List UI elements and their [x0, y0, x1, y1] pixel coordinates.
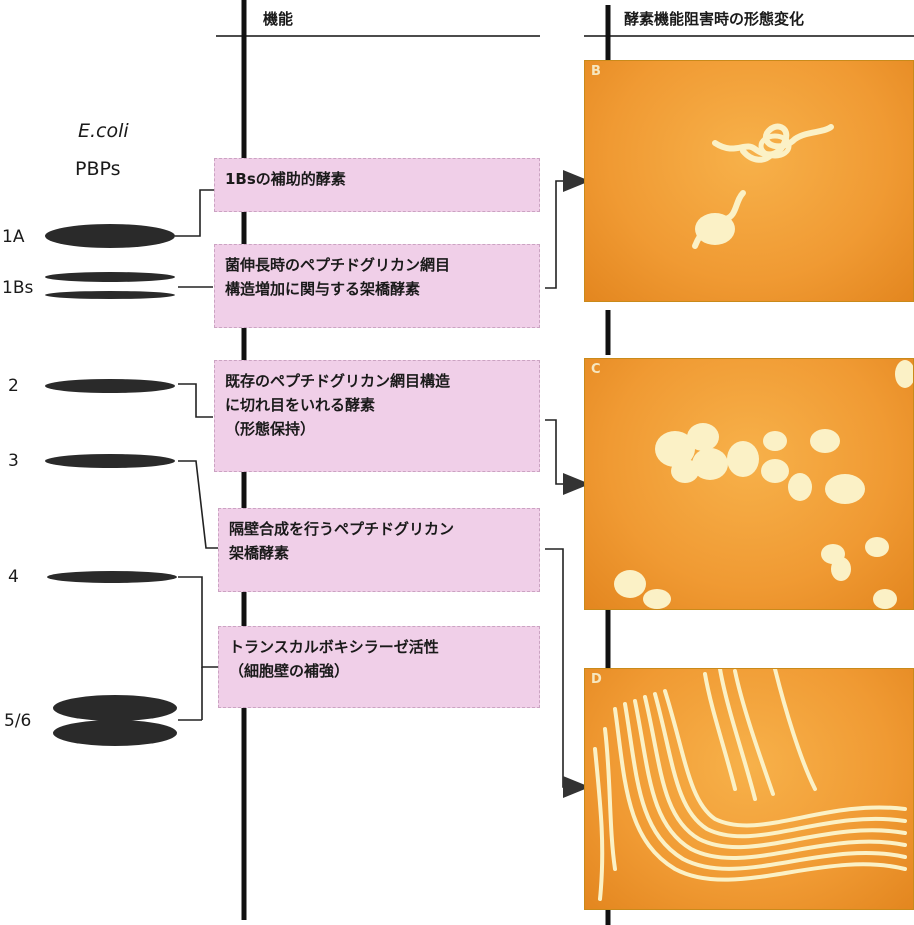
function-1bs-line-2: 構造増加に関与する架橋酵素: [225, 280, 421, 298]
cell-sphere-c3: [692, 448, 728, 480]
micrograph-d: D: [584, 668, 914, 910]
cell-sphere-c7: [761, 459, 789, 483]
cell-sphere-c5: [727, 441, 759, 477]
function-box-1bs: 菌伸長時のペプチドグリカン網目 構造増加に関与する架橋酵素: [214, 244, 540, 328]
pbp-label-1bs: 1Bs: [2, 278, 34, 298]
cell-sphere-c13: [865, 537, 889, 557]
filament-d5: [653, 692, 907, 839]
function-4-line-1: トランスカルボキシラーゼ活性: [229, 638, 439, 656]
pbp-6-ellipse: [53, 720, 177, 746]
connector-1a: [175, 189, 218, 237]
filament-d10: [773, 669, 817, 791]
filament-d9: [733, 669, 775, 796]
cell-sphere-c1: [655, 431, 695, 467]
pbp-1bs-ellipse-b: [45, 291, 175, 299]
species-label: E.coli: [78, 120, 129, 142]
cell-sphere-c4: [671, 459, 699, 483]
function-box-3: 隔壁合成を行うペプチドグリカン 架橋酵素: [218, 508, 540, 592]
cell-sphere-c6: [763, 431, 787, 451]
connector-to-photo-b: [545, 180, 575, 289]
arrowheads: [563, 170, 590, 798]
function-box-4: トランスカルボキシラーゼ活性 （細胞壁の補強）: [218, 626, 540, 708]
pbp-1a-ellipse: [45, 224, 175, 248]
pbp-label-4: 4: [8, 567, 19, 587]
filament-d8: [718, 669, 757, 801]
pbp-1bs-ellipse-a: [45, 272, 175, 282]
connector-4: [178, 576, 220, 668]
filament-d1: [613, 707, 907, 882]
arrow-photo-c: [563, 473, 590, 495]
cell-sphere-c12: [831, 557, 851, 581]
cell-sphere-c10: [825, 474, 865, 504]
micrograph-b: B: [584, 60, 914, 302]
function-header: 機能: [263, 10, 294, 28]
micrograph-b-cells: [692, 123, 834, 249]
cell-sphere-c17: [873, 589, 897, 609]
pbp-label-2: 2: [8, 376, 19, 396]
arrow-photo-b: [563, 170, 590, 192]
micrograph-d-cells: [593, 669, 907, 901]
proteins-label: PBPs: [75, 158, 121, 180]
filament-d2: [623, 702, 907, 871]
function-box-2: 既存のペプチドグリカン網目構造 に切れ目をいれる酵素 （形態保持）: [214, 360, 540, 472]
pbp-4-ellipse: [47, 571, 177, 583]
micrograph-d-letter: D: [591, 672, 602, 687]
pbp-2-ellipse: [45, 379, 175, 393]
micrograph-b-letter: B: [591, 64, 601, 79]
function-4-line-2: （細胞壁の補強）: [229, 662, 350, 680]
function-2-line-2: に切れ目をいれる酵素: [225, 396, 376, 414]
cell-sphere-c15: [643, 589, 671, 609]
pbp-3-ellipse: [45, 454, 175, 468]
filament-d11: [603, 727, 617, 871]
pbp-5-ellipse: [53, 695, 177, 721]
micrograph-c: C: [584, 358, 914, 610]
filament-d4: [643, 695, 907, 850]
filament-d6: [663, 689, 907, 828]
function-1a-line-1: 1Bsの補助的酵素: [225, 170, 346, 188]
micrograph-c-cells: [614, 360, 913, 609]
pbp-ellipses: [45, 224, 177, 746]
function-2-line-3: （形態保持）: [225, 420, 316, 438]
connector-2: [178, 383, 213, 418]
connector-to-photo-d: [545, 548, 575, 788]
function-3-line-2: 架橋酵素: [229, 544, 290, 562]
connector-3: [178, 460, 222, 549]
pbp-label-3: 3: [8, 451, 19, 471]
cell-sphere-c14: [614, 570, 646, 598]
cell-sphere-c2: [687, 423, 719, 451]
cell-filament-b1: [712, 123, 834, 158]
cell-blob-b2: [758, 133, 792, 159]
filament-d7: [703, 672, 737, 791]
filament-d3: [633, 699, 907, 860]
function-1bs-line-1: 菌伸長時のペプチドグリカン網目: [225, 256, 451, 274]
micrograph-c-letter: C: [591, 362, 601, 377]
function-box-1a: 1Bsの補助的酵素: [214, 158, 540, 212]
filament-d12: [593, 747, 605, 901]
cell-sphere-c8: [788, 473, 812, 501]
pbp-label-1a: 1A: [2, 227, 25, 247]
arrow-photo-d: [563, 776, 590, 798]
cell-blob-b1: [695, 213, 735, 245]
function-2-line-1: 既存のペプチドグリカン網目構造: [225, 372, 451, 390]
cell-sphere-c16: [895, 360, 913, 388]
pbp-label-5-6: 5/6: [4, 711, 32, 731]
morphology-header: 酵素機能阻害時の形態変化: [624, 10, 805, 28]
connector-to-photo-c: [545, 419, 575, 485]
function-3-line-1: 隔壁合成を行うペプチドグリカン: [229, 520, 455, 538]
cell-sphere-c9: [810, 429, 840, 453]
